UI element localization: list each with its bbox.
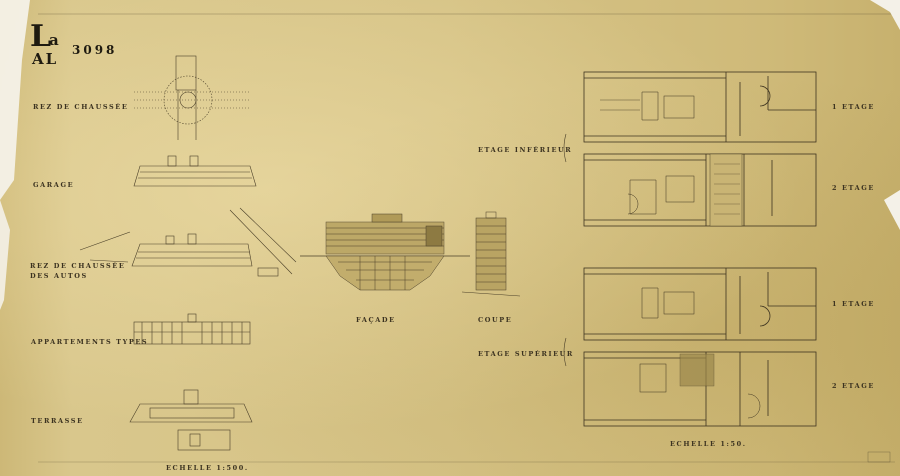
plan-terrasse bbox=[129, 389, 253, 451]
logo-sub: AL bbox=[32, 50, 59, 68]
label-2-etage-inferieur: 2 ETAGE bbox=[832, 184, 875, 192]
label-des-autos: DES AUTOS bbox=[30, 272, 88, 280]
plan-appartements-types bbox=[133, 313, 251, 345]
label-facade: FAÇADE bbox=[356, 316, 396, 324]
logo-sup: a bbox=[49, 31, 59, 49]
plan-superieur-2-etage bbox=[583, 351, 817, 427]
label-2-etage-superieur: 2 ETAGE bbox=[832, 382, 875, 390]
label-etage-inferieur: ETAGE INFÉRIEUR bbox=[478, 146, 573, 154]
label-garage: GARAGE bbox=[33, 181, 75, 189]
plan-rez-de-chaussee bbox=[134, 55, 250, 140]
facade-elevation bbox=[300, 213, 470, 291]
stamp-box bbox=[867, 451, 891, 463]
label-appartements-types: APPARTEMENTS TYPES bbox=[31, 338, 149, 346]
label-1-etage-inferieur: 1 ETAGE bbox=[832, 103, 875, 111]
scale-right: ECHELLE 1:50. bbox=[670, 440, 747, 448]
label-rez-de-chaussee-autos: REZ DE CHAUSSÉE bbox=[30, 262, 126, 270]
label-rez-de-chaussee: REZ DE CHAUSSÉE bbox=[33, 103, 129, 111]
plan-inferieur-1-etage bbox=[583, 71, 817, 143]
label-1-etage-superieur: 1 ETAGE bbox=[832, 300, 875, 308]
coupe-section bbox=[461, 211, 521, 297]
plan-rez-des-autos bbox=[79, 207, 297, 277]
scale-left: ECHELLE 1:500. bbox=[166, 464, 249, 472]
label-etage-superieur: ETAGE SUPÉRIEUR bbox=[478, 350, 574, 358]
logo-number: 3098 bbox=[72, 43, 118, 57]
label-terrasse: TERRASSE bbox=[31, 417, 84, 425]
plan-inferieur-2-etage bbox=[583, 153, 817, 227]
label-coupe: COUPE bbox=[478, 316, 513, 324]
torn-edge-left bbox=[0, 0, 30, 200]
logo-letter: L bbox=[30, 19, 52, 54]
plan-garage bbox=[133, 155, 257, 187]
plan-superieur-1-etage bbox=[583, 267, 817, 341]
